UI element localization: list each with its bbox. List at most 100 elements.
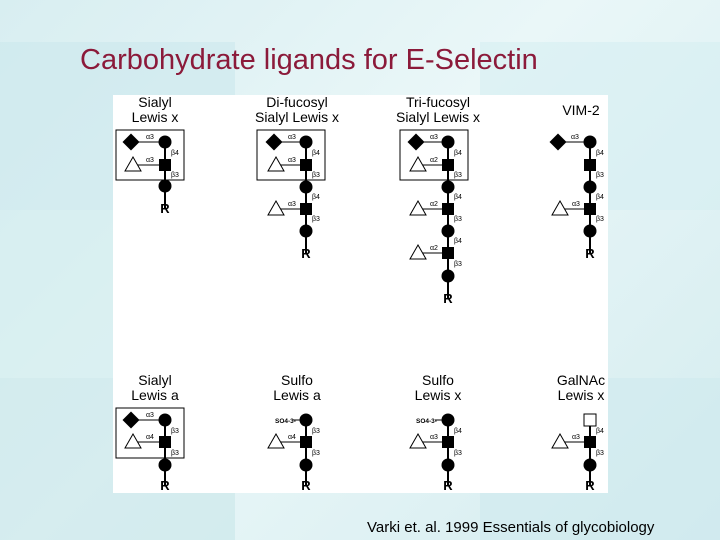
galactose-icon bbox=[583, 458, 597, 472]
fucose-icon bbox=[551, 433, 569, 449]
svg-text:β3: β3 bbox=[171, 450, 179, 457]
glcnac-icon bbox=[300, 203, 312, 215]
fucose-icon bbox=[124, 156, 142, 172]
svg-text:α3: α3 bbox=[146, 134, 154, 141]
svg-text:β3: β3 bbox=[596, 172, 604, 179]
reducing-end-label: R bbox=[301, 246, 311, 261]
citation: Varki et. al. 1999 Essentials of glycobi… bbox=[367, 519, 655, 536]
svg-text:β3: β3 bbox=[171, 428, 179, 435]
structure-name: Sialyl Lewis x bbox=[396, 109, 480, 125]
glcnac-icon bbox=[442, 436, 454, 448]
reducing-end-label: R bbox=[585, 246, 595, 261]
reducing-end-label: R bbox=[443, 478, 453, 493]
svg-text:β3: β3 bbox=[454, 450, 462, 457]
svg-text:β3: β3 bbox=[596, 216, 604, 223]
sialic-acid-icon bbox=[549, 133, 567, 151]
svg-text:SO4-3-: SO4-3- bbox=[416, 418, 437, 425]
glcnac-icon bbox=[300, 436, 312, 448]
svg-text:β3: β3 bbox=[596, 450, 604, 457]
galactose-icon bbox=[299, 135, 313, 149]
galactose-icon bbox=[299, 180, 313, 194]
svg-text:α3: α3 bbox=[146, 157, 154, 164]
structure-sulfo-lewis-a: Sulfo Lewis a SO4-3- α4 β3 β3 R bbox=[267, 372, 321, 493]
sialic-acid-icon bbox=[122, 411, 140, 429]
glcnac-icon bbox=[584, 436, 596, 448]
svg-text:β4: β4 bbox=[596, 150, 604, 157]
structure-name: Sialyl bbox=[138, 95, 171, 110]
svg-text:α3: α3 bbox=[288, 201, 296, 208]
fucose-icon bbox=[551, 200, 569, 216]
structure-vim-2: VIM-2 α3 β4 β3 β4 α3 β3 R bbox=[549, 102, 604, 261]
structure-galnac-lewis-x: GalNAc Lewis x α3 β4 β3 R bbox=[551, 372, 605, 493]
svg-text:β4: β4 bbox=[312, 194, 320, 201]
galactose-icon bbox=[441, 269, 455, 283]
svg-text:β4: β4 bbox=[454, 194, 462, 201]
svg-text:SO4-3-: SO4-3- bbox=[275, 418, 296, 425]
structure-sulfo-lewis-x: Sulfo Lewis x SO4-3- α3 β4 β3 R bbox=[409, 372, 462, 493]
structure-name: Sialyl Lewis x bbox=[255, 109, 339, 125]
fucose-icon bbox=[409, 200, 427, 216]
svg-text:β3: β3 bbox=[454, 172, 462, 179]
structure-name: Di-fucosyl bbox=[266, 95, 327, 110]
svg-text:β4: β4 bbox=[171, 150, 179, 157]
structure-name: Sialyl bbox=[138, 372, 171, 388]
galactose-icon bbox=[158, 135, 172, 149]
sialic-acid-icon bbox=[407, 133, 425, 151]
structure-name: Lewis x bbox=[132, 109, 179, 125]
glcnac-icon bbox=[584, 159, 596, 171]
fucose-icon bbox=[267, 200, 285, 216]
galactose-icon bbox=[583, 224, 597, 238]
galactose-icon bbox=[158, 458, 172, 472]
galactose-icon bbox=[299, 458, 313, 472]
epitope-box bbox=[115, 129, 185, 181]
fucose-icon bbox=[124, 433, 142, 449]
svg-text:β3: β3 bbox=[171, 172, 179, 179]
glcnac-icon bbox=[442, 159, 454, 171]
galactose-icon bbox=[441, 458, 455, 472]
svg-text:α3: α3 bbox=[146, 412, 154, 419]
glcnac-icon bbox=[159, 436, 171, 448]
svg-text:β4: β4 bbox=[454, 428, 462, 435]
galactose-icon bbox=[299, 224, 313, 238]
glycan-figure: Sialyl Lewis x α3 α3 β4 β3 R Di-fucosyl … bbox=[113, 95, 608, 493]
structure-name: VIM-2 bbox=[562, 102, 600, 118]
galactose-icon bbox=[441, 224, 455, 238]
structure-sialyl-lewis-x: Sialyl Lewis x α3 α3 β4 β3 R bbox=[115, 95, 185, 216]
svg-text:α2: α2 bbox=[430, 245, 438, 252]
sialic-acid-icon bbox=[265, 133, 283, 151]
glcnac-icon bbox=[159, 159, 171, 171]
structure-name: Sulfo bbox=[422, 372, 454, 388]
glcnac-icon bbox=[442, 203, 454, 215]
svg-text:β4: β4 bbox=[454, 150, 462, 157]
svg-text:β3: β3 bbox=[312, 172, 320, 179]
svg-text:β3: β3 bbox=[312, 450, 320, 457]
reducing-end-label: R bbox=[160, 478, 170, 493]
svg-text:α3: α3 bbox=[572, 201, 580, 208]
fucose-icon bbox=[409, 156, 427, 172]
structure-name: GalNAc bbox=[557, 372, 605, 388]
structure-name: Lewis a bbox=[273, 387, 321, 403]
svg-text:β3: β3 bbox=[312, 428, 320, 435]
structure-difucosyl-sialyl-lewis-x: Di-fucosyl Sialyl Lewis x α3 α3 β4 β3 β4… bbox=[255, 95, 339, 261]
svg-text:α4: α4 bbox=[146, 434, 154, 441]
svg-text:β4: β4 bbox=[454, 238, 462, 245]
svg-text:β4: β4 bbox=[312, 150, 320, 157]
reducing-end-label: R bbox=[160, 201, 170, 216]
galactose-icon bbox=[299, 413, 313, 427]
galactose-icon bbox=[158, 179, 172, 193]
svg-text:β4: β4 bbox=[596, 194, 604, 201]
structure-trifucosyl-sialyl-lewis-x: Tri-fucosyl Sialyl Lewis x α3 α2 β4 β3 β… bbox=[396, 95, 480, 306]
galactose-icon bbox=[441, 413, 455, 427]
svg-text:α2: α2 bbox=[430, 157, 438, 164]
structure-name: Lewis x bbox=[558, 387, 605, 403]
fucose-icon bbox=[267, 156, 285, 172]
svg-text:β3: β3 bbox=[454, 216, 462, 223]
structure-name: Sulfo bbox=[281, 372, 313, 388]
galactose-icon bbox=[583, 180, 597, 194]
fucose-icon bbox=[409, 244, 427, 260]
svg-text:α3: α3 bbox=[288, 134, 296, 141]
sialic-acid-icon bbox=[122, 133, 140, 151]
epitope-box bbox=[115, 407, 185, 459]
fucose-icon bbox=[409, 433, 427, 449]
galactose-icon bbox=[158, 413, 172, 427]
